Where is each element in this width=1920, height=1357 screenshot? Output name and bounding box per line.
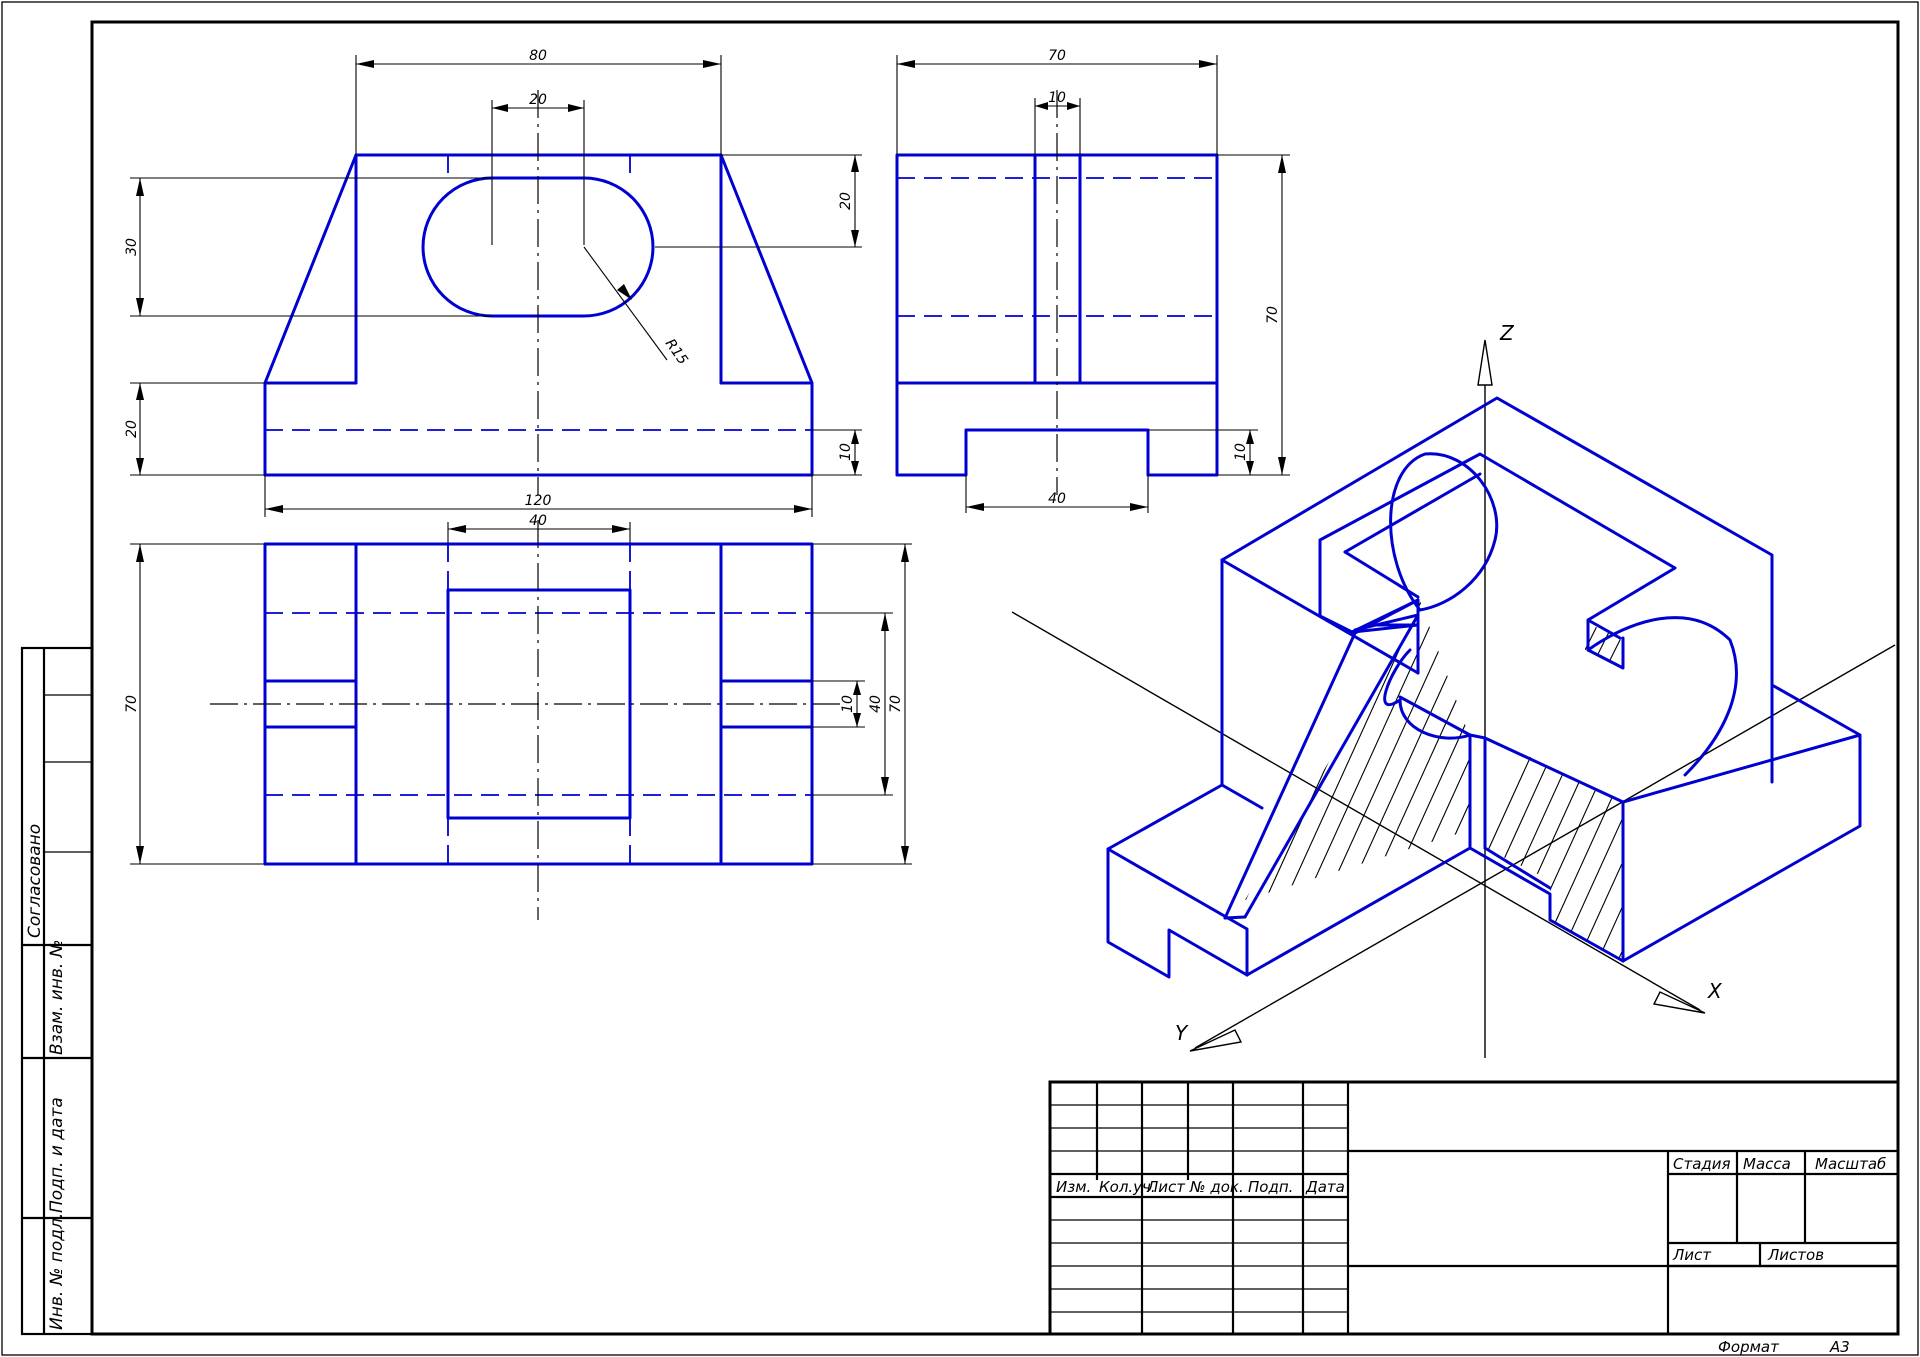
- tb-listov: Листов: [1767, 1246, 1824, 1264]
- tb-data: Дата: [1305, 1178, 1345, 1196]
- tb-podp: Подп.: [1248, 1178, 1293, 1196]
- iso-body-outline: [1106, 396, 1862, 979]
- stamp-podp-data: Подп. и дата: [47, 1097, 67, 1213]
- format-label: Формат: [1718, 1338, 1780, 1356]
- dim-side-10: 10: [1048, 90, 1066, 106]
- dim-top-10: 10: [840, 695, 856, 713]
- section-hatch-right: [1485, 735, 1623, 961]
- dim-front-30: 30: [124, 238, 140, 256]
- axis-y-line: [1194, 644, 1896, 1049]
- dim-top-40: 40: [529, 513, 547, 529]
- dim-side-40: 40: [1048, 491, 1066, 507]
- tb-ndok: № док.: [1189, 1178, 1244, 1196]
- dim-front-120: 120: [525, 493, 552, 509]
- side-view: 70 10 70 10 40: [895, 48, 1290, 513]
- drawing-frame: [90, 20, 1900, 1336]
- tb-kol: Кол.уч.: [1099, 1178, 1156, 1196]
- axis-z-label: Z: [1499, 321, 1515, 345]
- axis-z-arrow: [1477, 339, 1493, 386]
- tb-izm: Изм.: [1056, 1178, 1091, 1196]
- tb-masshtab: Масштаб: [1815, 1155, 1886, 1173]
- axis-y-arrow: [1189, 1029, 1243, 1052]
- dim-front-10: 10: [838, 443, 854, 461]
- front-view: 80 20 30 R15 20 20 10: [124, 48, 862, 517]
- dim-front-80: 80: [529, 48, 547, 64]
- top-view: 40 70 10 40 70: [124, 513, 912, 920]
- dim-top-70v: 70: [888, 695, 904, 713]
- tb-list: Лист: [1672, 1246, 1712, 1264]
- dim-front-20b: 20: [124, 420, 140, 438]
- dim-side-70v: 70: [1265, 306, 1281, 324]
- axis-x-label: X: [1707, 979, 1723, 1003]
- dim-side-10v: 10: [1233, 443, 1249, 461]
- axis-x-arrow: [1652, 991, 1706, 1014]
- dim-top-40v: 40: [868, 695, 884, 713]
- dim-front-R15: R15: [662, 336, 691, 368]
- stamp-vzam-inv: Взам. инв. №: [47, 940, 67, 1055]
- dim-top-70: 70: [124, 695, 140, 713]
- axis-y-label: Y: [1175, 1021, 1189, 1045]
- dim-front-20: 20: [529, 92, 547, 108]
- title-block: Изм. Кол.уч. Лист № док. Подп. Дата Стад…: [1048, 1080, 1900, 1336]
- axis-x-line: [1011, 611, 1701, 1011]
- side-stamp: Согласовано Взам. инв. № Подп. и дата Ин…: [20, 646, 94, 1336]
- dim-front-20c: 20: [838, 192, 854, 210]
- stamp-inv-podl: Инв. № подл.: [47, 1213, 67, 1330]
- section-hatch-small: [1585, 622, 1625, 668]
- tb-stadiya: Стадия: [1673, 1155, 1731, 1173]
- format-value: А3: [1829, 1338, 1850, 1356]
- tb-massa: Масса: [1743, 1155, 1791, 1173]
- stamp-soglasovano: Согласовано: [25, 824, 45, 938]
- dim-side-70: 70: [1048, 48, 1066, 64]
- tb-list-col: Лист: [1146, 1178, 1186, 1196]
- isometric-view: Z X Y: [1011, 321, 1896, 1058]
